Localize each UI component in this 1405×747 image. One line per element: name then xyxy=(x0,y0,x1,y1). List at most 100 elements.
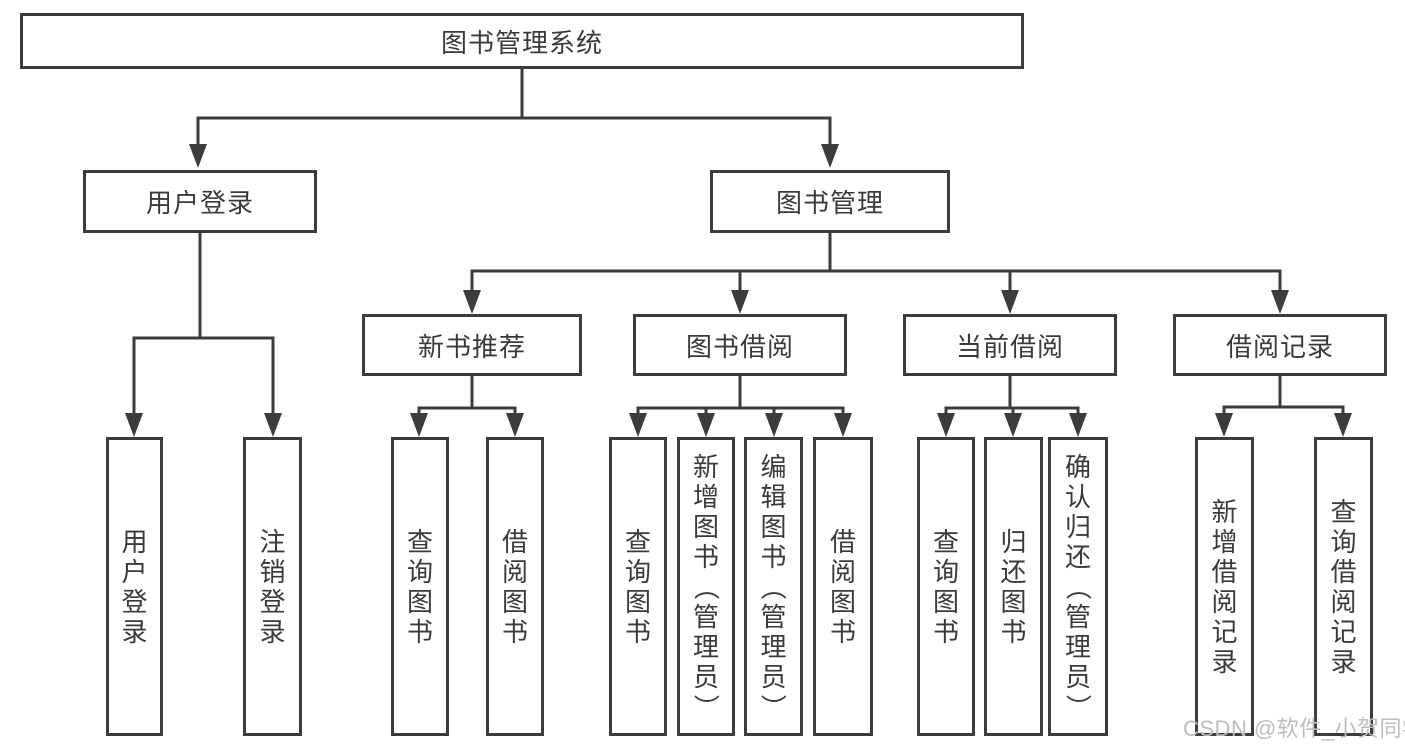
leaf-query-book-2: 查询图书 xyxy=(609,437,667,736)
vertical-char: 图 xyxy=(692,511,719,542)
vertical-char: 员 xyxy=(692,661,719,692)
arrow-down xyxy=(264,413,282,437)
vertical-char: （ xyxy=(690,573,721,600)
leaf-user-login: 用户登录 xyxy=(106,437,163,736)
arrow-down xyxy=(1215,413,1233,437)
leaf-logout: 注销登录 xyxy=(243,437,302,736)
leaf-borrow-book-1: 借阅图书 xyxy=(486,437,544,736)
leaf-query-book-3: 查询图书 xyxy=(917,437,975,736)
vertical-char: 查 xyxy=(624,526,651,557)
vertical-char: 书 xyxy=(1000,616,1027,647)
vertical-char: 查 xyxy=(1330,496,1357,527)
vertical-char: 询 xyxy=(406,556,433,587)
vertical-char: 销 xyxy=(259,556,286,587)
arrow-down xyxy=(1271,290,1289,314)
node-borrow-record: 借阅记录 xyxy=(1173,314,1387,376)
vertical-char: 借 xyxy=(829,526,856,557)
vertical-char: 还 xyxy=(1064,541,1091,572)
vertical-char: 理 xyxy=(692,631,719,662)
vertical-char: 确 xyxy=(1064,451,1091,482)
vertical-char: 管 xyxy=(760,601,787,632)
vertical-char: 还 xyxy=(1000,556,1027,587)
vertical-char: 录 xyxy=(1211,646,1238,677)
arrow-down xyxy=(1334,413,1352,437)
vertical-char: （ xyxy=(1062,573,1093,600)
vertical-char: 图 xyxy=(406,586,433,617)
arrow-down xyxy=(189,144,207,168)
arrow-down xyxy=(1069,413,1087,437)
vertical-char: 理 xyxy=(1064,631,1091,662)
node-new-book-recommend: 新书推荐 xyxy=(362,314,582,376)
arrow-down xyxy=(937,413,955,437)
vertical-char: 登 xyxy=(121,586,148,617)
vertical-char: 登 xyxy=(259,586,286,617)
node-book-management: 图书管理 xyxy=(710,170,950,233)
vertical-char: 增 xyxy=(692,481,719,512)
arrow-down xyxy=(506,413,524,437)
vertical-char: 用 xyxy=(121,526,148,557)
vertical-char: 图 xyxy=(760,511,787,542)
vertical-char: 录 xyxy=(259,616,286,647)
arrow-down xyxy=(697,413,715,437)
vertical-char: 编 xyxy=(760,451,787,482)
vertical-char: 书 xyxy=(692,541,719,572)
node-root-library-system: 图书管理系统 xyxy=(20,13,1024,69)
vertical-char: ） xyxy=(690,693,721,720)
vertical-char: 归 xyxy=(1000,526,1027,557)
vertical-char: 新 xyxy=(692,451,719,482)
vertical-char: 图 xyxy=(501,586,528,617)
arrow-down xyxy=(1001,290,1019,314)
vertical-char: 询 xyxy=(932,556,959,587)
vertical-char: 新 xyxy=(1211,496,1238,527)
vertical-char: 录 xyxy=(121,616,148,647)
vertical-char: 借 xyxy=(1211,556,1238,587)
vertical-char: 查 xyxy=(406,526,433,557)
arrow-down xyxy=(463,290,481,314)
connector-bookborrow-bar xyxy=(636,406,845,416)
vertical-char: （ xyxy=(758,573,789,600)
vertical-char: 书 xyxy=(406,616,433,647)
csdn-watermark: CSDN @软件_小贺同学 xyxy=(1183,716,1405,741)
vertical-char: 询 xyxy=(624,556,651,587)
arrow-down xyxy=(821,144,839,168)
vertical-char: 员 xyxy=(760,661,787,692)
vertical-char: 书 xyxy=(932,616,959,647)
vertical-char: 书 xyxy=(760,541,787,572)
vertical-char: 理 xyxy=(760,631,787,662)
leaf-return-book: 归还图书 xyxy=(984,437,1043,736)
vertical-char: ） xyxy=(758,693,789,720)
leaf-edit-book-admin: 编辑图书（管理员） xyxy=(744,437,803,736)
vertical-char: 增 xyxy=(1211,526,1238,557)
vertical-char: 图 xyxy=(829,586,856,617)
arrow-down xyxy=(765,413,783,437)
leaf-add-borrow-record: 新增借阅记录 xyxy=(1195,437,1254,736)
vertical-char: 管 xyxy=(1064,601,1091,632)
vertical-char: 查 xyxy=(932,526,959,557)
vertical-char: 借 xyxy=(1330,556,1357,587)
node-user-login-group: 用户登录 xyxy=(83,170,317,233)
connector-userlogin-bar xyxy=(132,336,275,416)
vertical-char: 阅 xyxy=(501,556,528,587)
vertical-char: 阅 xyxy=(1211,586,1238,617)
leaf-confirm-return-admin: 确认归还（管理员） xyxy=(1048,437,1108,736)
leaf-borrow-book-2: 借阅图书 xyxy=(813,437,873,736)
vertical-char: 户 xyxy=(121,556,148,587)
vertical-char: 归 xyxy=(1064,511,1091,542)
vertical-char: 图 xyxy=(1000,586,1027,617)
vertical-char: 询 xyxy=(1330,526,1357,557)
vertical-char: 录 xyxy=(1330,646,1357,677)
vertical-char: 辑 xyxy=(760,481,787,512)
arrow-down xyxy=(629,413,647,437)
node-book-borrow: 图书借阅 xyxy=(633,314,847,376)
vertical-char: 借 xyxy=(501,526,528,557)
arrow-down xyxy=(731,290,749,314)
vertical-char: 注 xyxy=(259,526,286,557)
vertical-char: 书 xyxy=(501,616,528,647)
vertical-char: 图 xyxy=(932,586,959,617)
arrowheads xyxy=(125,144,1352,437)
leaf-query-book-1: 查询图书 xyxy=(391,437,449,736)
vertical-char: 阅 xyxy=(1330,586,1357,617)
arrow-down xyxy=(834,413,852,437)
